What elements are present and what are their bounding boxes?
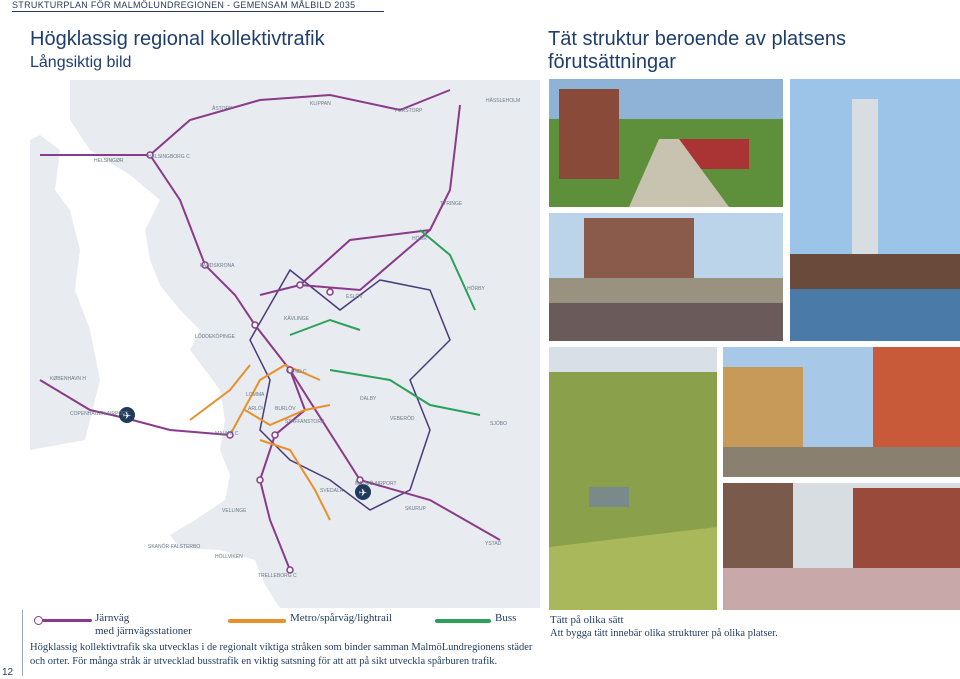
map-label: MALMÖ AIRPORT xyxy=(355,480,397,487)
metro-legend-line xyxy=(228,619,286,623)
rail-legend-line xyxy=(42,619,92,622)
page-number: 12 xyxy=(2,667,14,678)
region-border xyxy=(249,268,451,511)
map-label: ÅSTORP xyxy=(212,105,233,112)
metro-lines xyxy=(189,363,331,521)
caption-heading: Tätt på olika sätt xyxy=(550,614,624,626)
map-label: LÖDDEKÖPINGE xyxy=(195,333,236,340)
map-label: YSTAD xyxy=(485,541,502,547)
map-label: KÄVLINGE xyxy=(284,315,310,322)
bus-legend-line xyxy=(435,619,491,623)
map-label: HÖLLVIKEN xyxy=(215,553,243,560)
map-label: DALBY xyxy=(360,396,377,402)
photo-city-square xyxy=(723,483,960,610)
airport-icon: ✈ xyxy=(355,484,371,500)
land-area xyxy=(70,80,540,608)
running-header: STRUKTURPLAN FÖR MALMÖLUNDREGIONEN - GEM… xyxy=(12,0,384,12)
map-label: VELLINGE xyxy=(222,508,247,514)
map-label: KØBENHAVN H xyxy=(50,376,86,382)
photo-town-street xyxy=(723,347,960,477)
map-label: LOMMA xyxy=(246,392,265,398)
caption-text: Att bygga tätt innebär olika strukturer … xyxy=(550,628,778,639)
map-label: KLIPPAN xyxy=(310,101,331,107)
map-label: STAFFANSTORP xyxy=(285,419,325,425)
regional-transit-map: ✈ ✈ ÅSTORP KLIPPAN PERSTORP HÄSSLEHOLM H… xyxy=(30,80,540,608)
map-label: LUND C xyxy=(288,369,307,375)
svg-text:✈: ✈ xyxy=(123,411,131,422)
map-label: HÖRBY xyxy=(467,285,485,292)
map-label: MALMÖ C xyxy=(215,430,239,437)
metro-legend-label: Metro/spårväg/lightrail xyxy=(290,612,393,624)
map-label: ESLÖV xyxy=(346,293,363,300)
map-label: COPENHAGEN AIRPORT xyxy=(70,411,129,417)
rail-legend-label: Järnväg xyxy=(95,612,130,624)
map-label: SKURUP xyxy=(405,506,427,512)
zealand-area xyxy=(30,135,100,450)
map-label: SJÖBO xyxy=(490,420,507,427)
map-label: TRELLEBORG C xyxy=(258,573,297,579)
airport-icon: ✈ xyxy=(119,407,135,423)
photo-village-street xyxy=(549,79,783,207)
page-margin-rule xyxy=(22,610,23,676)
map-title: Högklassig regional kollektivtrafik xyxy=(30,28,325,50)
map-label: LANDSKRONA xyxy=(200,263,235,269)
map-label: VEBERÖD xyxy=(390,415,415,422)
map-label: HELSINGØR xyxy=(94,158,124,164)
body-paragraph: Högklassig kollektivtrafik ska utvecklas… xyxy=(30,642,533,667)
map-label: TYRINGE xyxy=(440,201,463,207)
photo-square-crowd xyxy=(549,213,783,341)
photos-title: Tät struktur beroende av platsens föruts… xyxy=(548,28,846,73)
map-label: HÖÖR xyxy=(412,235,427,242)
bus-lines xyxy=(289,229,481,416)
bus-legend-label: Buss xyxy=(495,612,517,624)
map-subtitle: Långsiktig bild xyxy=(30,54,132,71)
map-label: PERSTORP xyxy=(395,108,423,114)
map-label: BURLÖV xyxy=(275,405,296,412)
svg-text:✈: ✈ xyxy=(359,488,367,499)
photo-farmland xyxy=(549,347,717,610)
map-label: SKANÖR-FALSTERBO xyxy=(148,543,200,550)
map-label: HELSINGBORG C xyxy=(148,154,190,160)
map-label: SVEDALA xyxy=(320,488,344,494)
rail-stations xyxy=(146,151,364,574)
rail-stations-legend-label: med järnvägsstationer xyxy=(95,625,192,637)
map-label: ARLÖV xyxy=(248,405,266,412)
map-label: HÄSSLEHOLM xyxy=(486,97,520,104)
photo-turning-torso xyxy=(790,79,960,341)
